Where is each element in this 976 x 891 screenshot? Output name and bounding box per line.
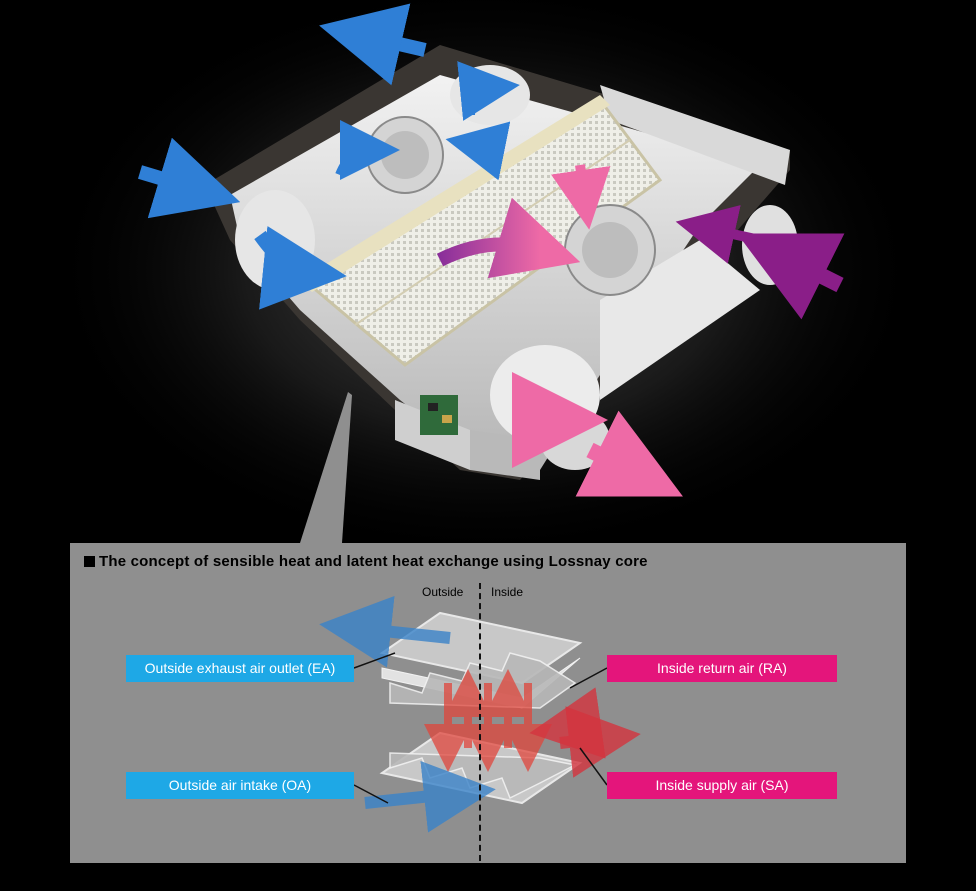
control-board: [420, 395, 458, 435]
panel-title-text: The concept of sensible heat and latent …: [99, 553, 648, 570]
intake-flow-arrow: [364, 760, 496, 833]
airflow-arrows: [137, 3, 845, 497]
callout-pointer: [300, 392, 352, 543]
square-bullet-icon: [84, 556, 95, 567]
return-flow-arrow: [529, 687, 606, 759]
outside-inside-divider: [479, 583, 481, 861]
outside-label: Outside: [422, 585, 464, 599]
concept-panel: The concept of sensible heat and latent …: [70, 543, 906, 863]
core-plates: [379, 611, 583, 805]
inside-label: Inside: [491, 585, 524, 599]
supply-flow-arrow: [559, 706, 641, 778]
tag-outside-exhaust-air: Outside exhaust air outlet (EA): [126, 655, 354, 682]
core-diagram: [319, 595, 641, 833]
exhaust-flow-arrow: [319, 595, 451, 668]
heat-transfer-arrows: [424, 669, 552, 772]
tag-outside-air-intake: Outside air intake (OA): [126, 772, 354, 799]
leader-lines: [353, 652, 608, 804]
tag-inside-supply-air: Inside supply air (SA): [607, 772, 837, 799]
panel-title: The concept of sensible heat and latent …: [84, 553, 648, 570]
tag-inside-return-air: Inside return air (RA): [607, 655, 837, 682]
